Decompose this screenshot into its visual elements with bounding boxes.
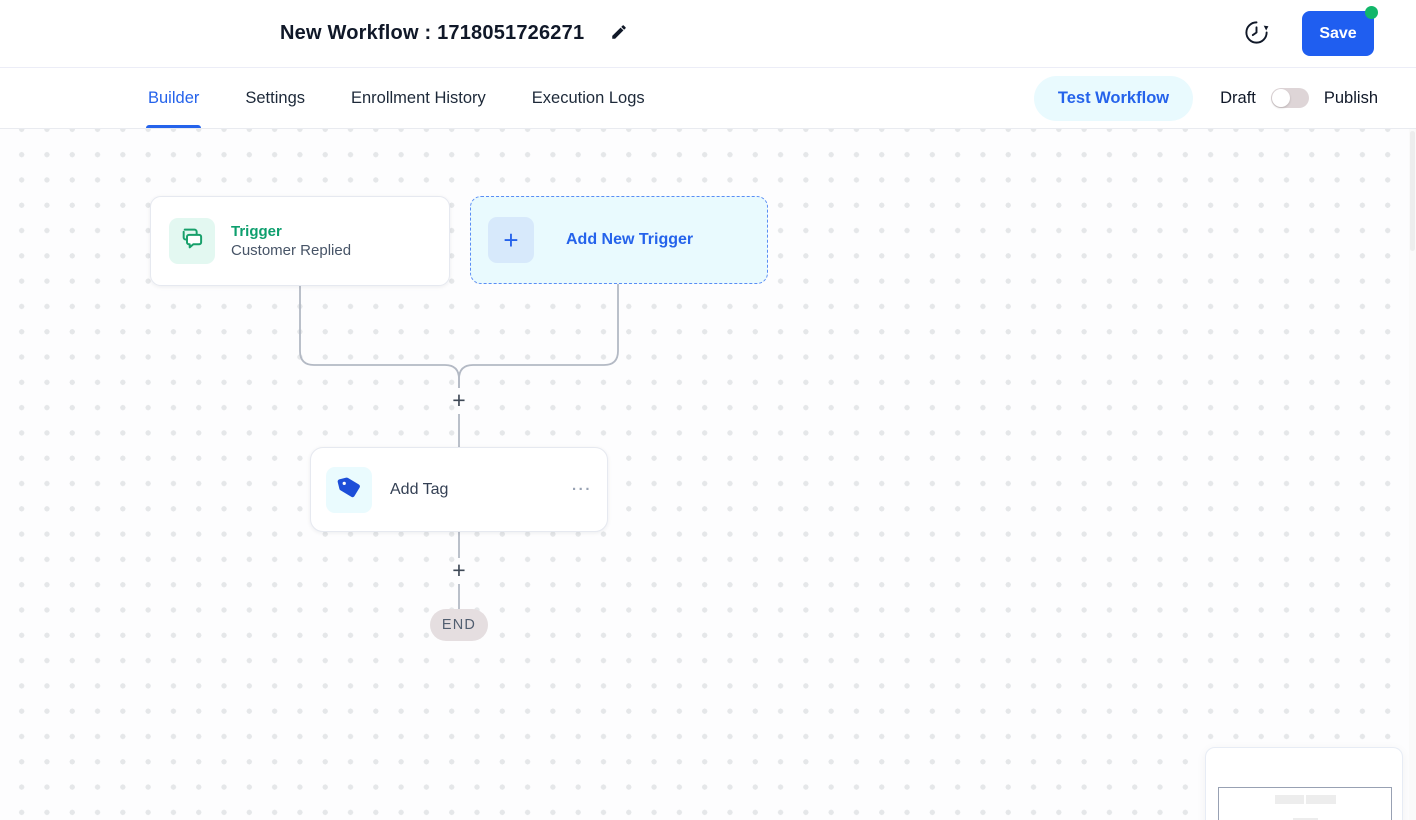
test-workflow-button[interactable]: Test Workflow xyxy=(1033,75,1194,121)
minimap-node xyxy=(1292,818,1318,820)
trigger-category-label: Trigger xyxy=(231,223,282,240)
tab-builder[interactable]: Builder xyxy=(145,68,202,128)
publish-label: Publish xyxy=(1323,88,1378,107)
minimap-viewport xyxy=(1218,787,1392,820)
add-step-button-2[interactable]: + xyxy=(452,557,466,583)
add-new-trigger-button[interactable]: + Add New Trigger xyxy=(470,196,768,284)
publish-toggle[interactable] xyxy=(1270,88,1309,108)
tab-execution-logs[interactable]: Execution Logs xyxy=(531,88,645,107)
plus-icon: + xyxy=(503,225,519,255)
add-step-button-1[interactable]: + xyxy=(452,387,466,413)
trigger-texts: Trigger Customer Replied xyxy=(231,223,351,259)
tab-settings[interactable]: Settings xyxy=(245,88,305,107)
scrollbar-thumb[interactable] xyxy=(1410,131,1415,251)
page-title: New Workflow : 1718051726271 xyxy=(280,22,585,44)
minimap-node-row xyxy=(1292,818,1318,820)
action-icon-square xyxy=(326,466,372,513)
action-node-label: Add Tag xyxy=(390,480,449,498)
save-button[interactable]: Save xyxy=(1302,11,1374,56)
minimap-node-row xyxy=(1274,795,1336,804)
edit-title-button[interactable] xyxy=(606,19,632,48)
tabbar-actions: Test Workflow Draft Publish xyxy=(1033,68,1416,128)
add-new-trigger-label: Add New Trigger xyxy=(566,231,694,248)
chat-bubbles-icon xyxy=(179,225,206,257)
minimap[interactable] xyxy=(1205,747,1403,820)
tag-icon xyxy=(336,474,362,505)
action-node-add-tag[interactable]: Add Tag ... xyxy=(310,447,608,532)
node-options-menu[interactable]: ... xyxy=(571,476,592,494)
trigger-icon-square xyxy=(169,218,215,264)
tab-bar: Builder Settings Enrollment History Exec… xyxy=(0,68,1416,129)
tab-enrollment-history[interactable]: Enrollment History xyxy=(351,88,486,107)
trigger-name-label: Customer Replied xyxy=(231,242,352,259)
minimap-node xyxy=(1305,795,1336,804)
workflow-title-group: New Workflow : 1718051726271 xyxy=(280,19,632,48)
end-node: END xyxy=(430,609,488,641)
tabs-group: Builder Settings Enrollment History Exec… xyxy=(145,68,645,128)
save-button-wrap: Save xyxy=(1302,6,1378,56)
draft-label: Draft xyxy=(1220,88,1256,107)
trigger-node[interactable]: Trigger Customer Replied xyxy=(150,196,450,286)
clock-history-icon xyxy=(1243,19,1270,49)
pencil-icon xyxy=(610,23,628,44)
add-trigger-plus-square: + xyxy=(488,217,534,263)
header-actions: Save xyxy=(1239,6,1416,56)
toggle-knob xyxy=(1271,89,1290,107)
vertical-scrollbar[interactable] xyxy=(1409,129,1416,820)
version-history-button[interactable] xyxy=(1239,15,1274,53)
header: New Workflow : 1718051726271 Save xyxy=(0,0,1416,68)
workflow-canvas[interactable]: Trigger Customer Replied + Add New Trigg… xyxy=(0,129,1416,820)
unsaved-changes-dot xyxy=(1365,6,1378,19)
minimap-node xyxy=(1274,795,1304,804)
